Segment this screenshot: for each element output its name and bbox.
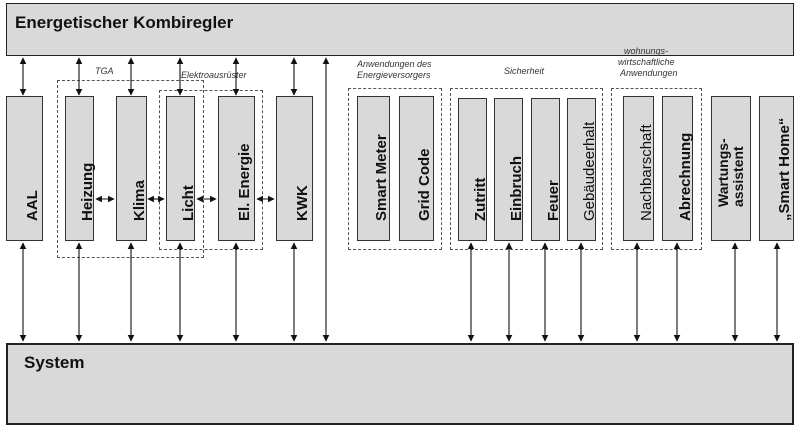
label-versorger-line1: Anwendungen des	[357, 59, 432, 69]
box-smart-home: „Smart Home“	[759, 96, 794, 241]
group-elektroausruester	[159, 90, 263, 250]
label-wohnung-line3: Anwendungen	[620, 68, 678, 78]
kombiregler-title: Energetischer Kombiregler	[15, 13, 234, 32]
box-smart-meter: Smart Meter	[357, 96, 390, 241]
label-sicherheit: Sicherheit	[504, 66, 545, 76]
box-kwk: KWK	[276, 96, 313, 241]
label-elektroausruester: Elektroausrüster	[181, 70, 247, 80]
box-wartungsassistent: Wartungs-assistent	[711, 96, 751, 241]
box-gebaeudeerhalt: Gebäudeerhalt	[567, 98, 598, 241]
box-einbruch: Einbruch	[494, 98, 525, 241]
box-zutritt: Zutritt	[458, 98, 489, 241]
box-grid-code: Grid Code	[399, 96, 434, 241]
label-versorger-line2: Energieversorgers	[357, 70, 431, 80]
box-el-energie: El. Energie	[218, 96, 255, 241]
label-tga: TGA	[95, 66, 114, 76]
group-wohnungswirtschaft	[611, 88, 702, 250]
box-klima: Klima	[116, 96, 148, 241]
label-wohnung-line1: wohnungs-	[624, 46, 669, 56]
box-nachbarschaft: Nachbarschaft	[623, 96, 655, 241]
box-licht: Licht	[166, 96, 197, 241]
box-aal: AAL	[6, 96, 43, 241]
box-abrechnung: Abrechnung	[662, 96, 694, 241]
box-heizung: Heizung	[65, 96, 96, 241]
label-wohnung-line2: wirtschaftliche	[618, 57, 675, 67]
kombiregler-bar: Energetischer Kombiregler	[6, 3, 794, 56]
system-title: System	[24, 353, 85, 372]
group-energieversorger	[348, 88, 442, 250]
group-sicherheit	[450, 88, 603, 250]
box-feuer: Feuer	[531, 98, 562, 241]
system-bar: System	[6, 343, 794, 425]
